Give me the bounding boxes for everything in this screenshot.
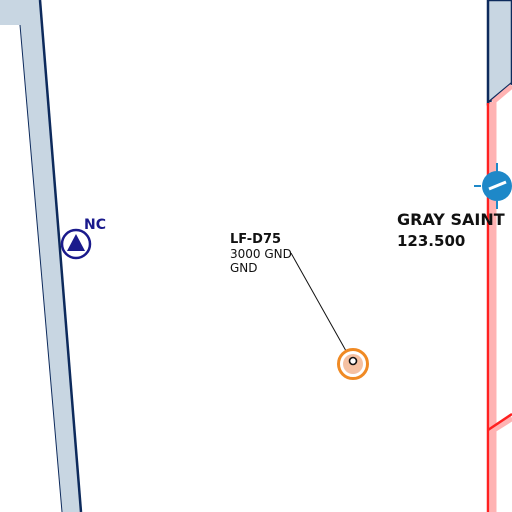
sector-border-halo — [491, 84, 512, 104]
zone-leader-line — [290, 252, 351, 359]
left-boundary-band — [0, 0, 81, 512]
right-boundary-band — [486, 0, 512, 106]
airfield-label[interactable]: NC — [84, 217, 106, 233]
zone-lower-limit: GND — [230, 261, 258, 275]
triangle-in-circle-icon[interactable] — [60, 228, 92, 260]
sector-border-halo — [491, 415, 512, 433]
zone-name-label[interactable]: LF-D75 — [230, 232, 282, 247]
sector-name-label[interactable]: GRAY SAINT — [397, 210, 505, 229]
sector-border — [487, 412, 512, 432]
left-boundary-edge — [38, 0, 83, 512]
sector-frequency: 123.500 — [397, 232, 466, 250]
left-boundary-inner-edge — [19, 24, 63, 512]
navaid-symbol-icon[interactable] — [474, 163, 512, 209]
danger-zone-marker[interactable] — [337, 348, 369, 380]
zone-upper-limit: 3000 GND — [230, 247, 292, 261]
